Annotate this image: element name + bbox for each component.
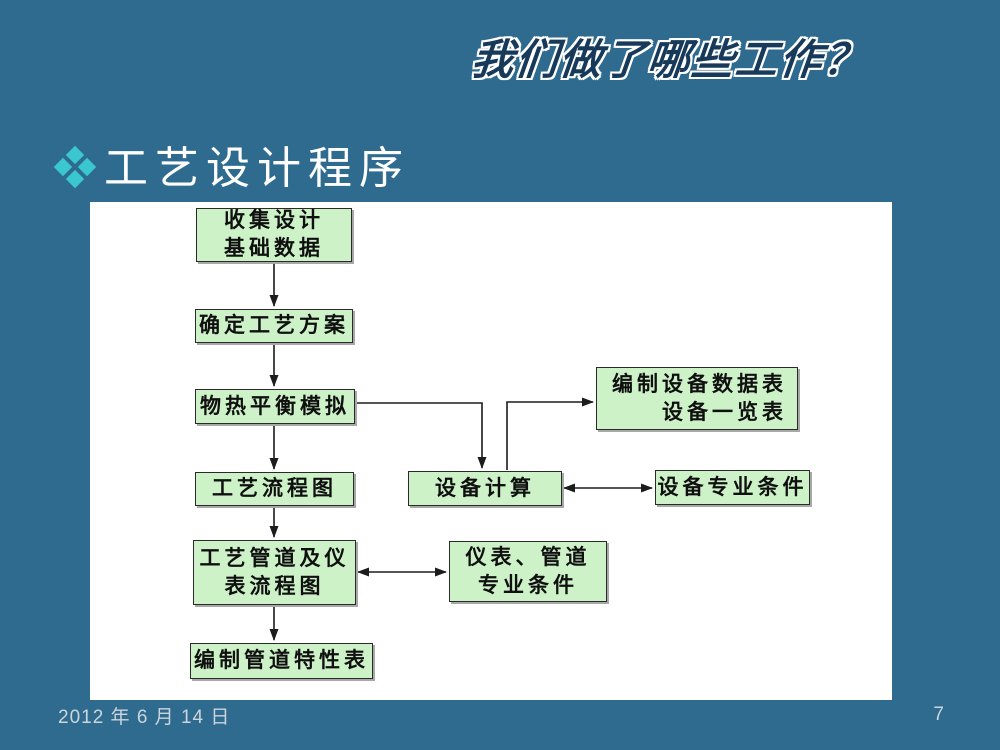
flow-node-inst-pipe-cond: 仪表、管道专业条件 [449,541,607,602]
flow-node-line: 仪表、管道 [465,545,591,569]
flow-node-pfd: 工艺流程图 [195,472,354,506]
flow-node-equip-cond: 设备专业条件 [655,470,810,505]
flow-node-line: 设备计算 [435,476,535,500]
flow-node-line: 物热平衡模拟 [200,394,350,418]
flow-node-line: 确定工艺方案 [199,314,349,338]
flow-node-pid: 工艺管道及仪表流程图 [193,540,356,605]
diagram-canvas: 收集设计基础数据确定工艺方案物热平衡模拟工艺流程图工艺管道及仪表流程图编制管道特… [90,202,892,700]
flow-node-line: 表流程图 [224,574,325,598]
flow-node-line: 工艺管道及仪 [199,546,350,570]
bullet-item: 工艺设计程序 [53,132,410,196]
flow-edge-balance-to-equip-calc [355,402,487,469]
flow-node-collect-data: 收集设计基础数据 [196,208,352,262]
flow-node-line: 工艺流程图 [212,477,337,501]
flow-node-line: 基础数据 [224,237,324,260]
slide-title: 我们做了哪些工作？ [469,35,871,84]
flow-node-line: 设备专业条件 [657,475,808,499]
flow-node-line: 编制管道特性表 [194,649,369,673]
flow-node-pipe-table: 编制管道特性表 [190,643,373,679]
flow-node-balance: 物热平衡模拟 [195,389,355,424]
flow-node-line: 收集设计 [224,209,324,233]
slide-date: 2012 年 6 月 14 日 [58,707,231,728]
flow-node-equip-calc: 设备计算 [408,471,562,506]
flow-node-line: 编制设备数据表 [612,372,787,396]
flow-node-line: 专业条件 [478,573,578,597]
flow-connectors [269,263,653,641]
diamond-bullet-icon [53,145,97,189]
flow-node-line: 设备一览表 [662,400,787,424]
bullet-text: 工艺设计程序 [104,143,410,194]
flow-node-scheme: 确定工艺方案 [195,309,353,343]
page-number: 7 [933,704,944,725]
flow-node-equip-data: 编制设备数据表设备一览表 [596,367,798,430]
flow-edge-equip-calc-to-equip-data [506,397,594,470]
